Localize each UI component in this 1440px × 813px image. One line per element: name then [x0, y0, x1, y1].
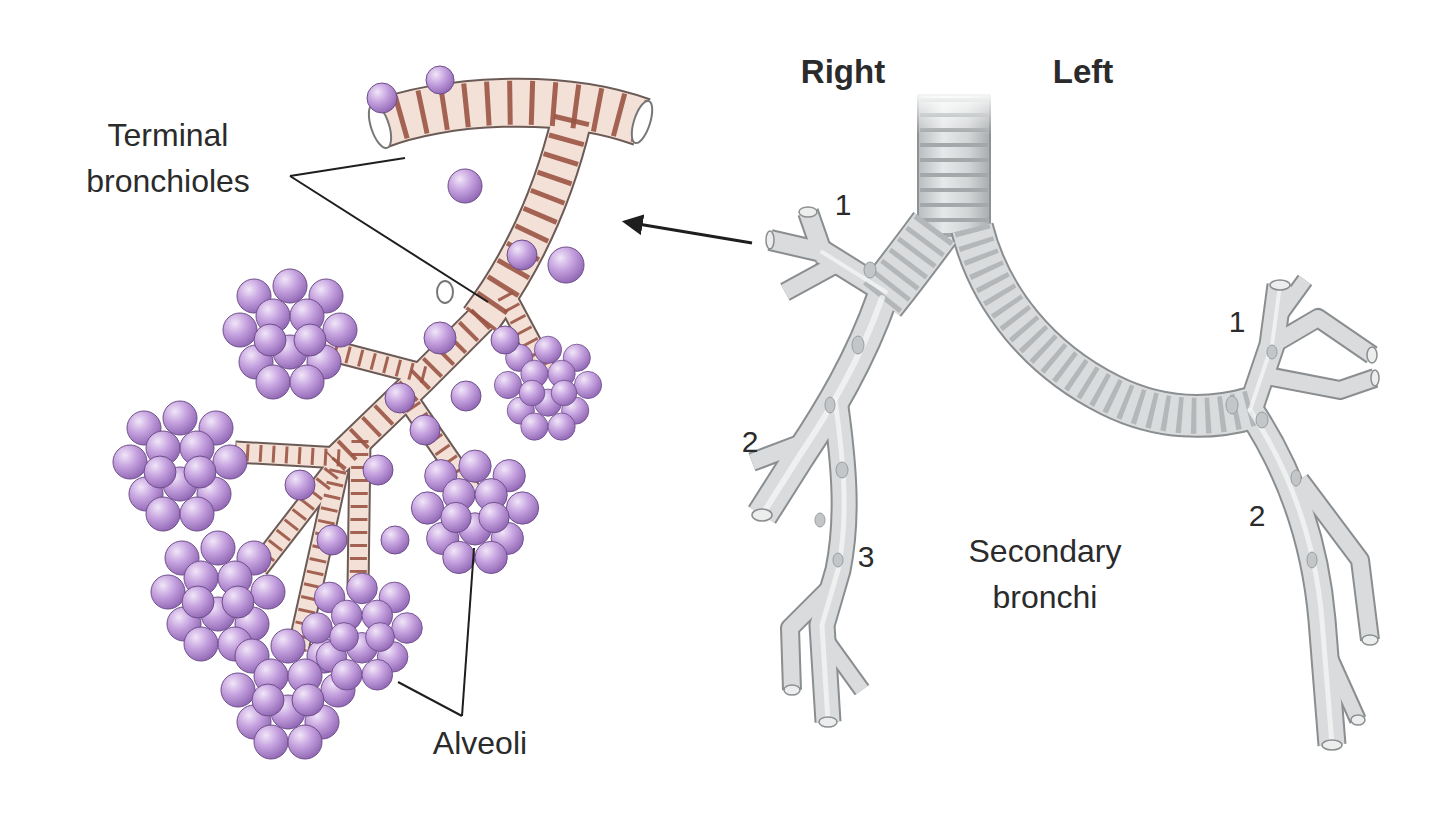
part-label: Secondary bronchi [930, 528, 1160, 621]
cartilage-rings [880, 228, 1252, 416]
callout-number: 2 [730, 420, 770, 464]
callout-number: 3 [846, 535, 886, 579]
single-alveoli [285, 66, 584, 555]
leader-lines [290, 158, 488, 716]
side-label: Left [1008, 48, 1158, 96]
bronchus-outline [752, 212, 1375, 745]
enlargement-arrow [626, 222, 752, 243]
cartilage-plates [815, 262, 1317, 568]
bronchus-highlight [762, 252, 1332, 745]
callout-number: 2 [1237, 494, 1277, 538]
bronchiole-openings [364, 99, 656, 303]
callout-number: 1 [1217, 300, 1257, 344]
bronchus-fill [752, 212, 1375, 745]
part-label: Terminal bronchioles [43, 112, 293, 205]
side-label: Right [768, 48, 918, 96]
callout-number: 1 [823, 183, 863, 227]
bronchus-openings [752, 207, 1379, 750]
part-label: Alveoli [395, 720, 565, 766]
alveoli-clusters [113, 269, 602, 759]
